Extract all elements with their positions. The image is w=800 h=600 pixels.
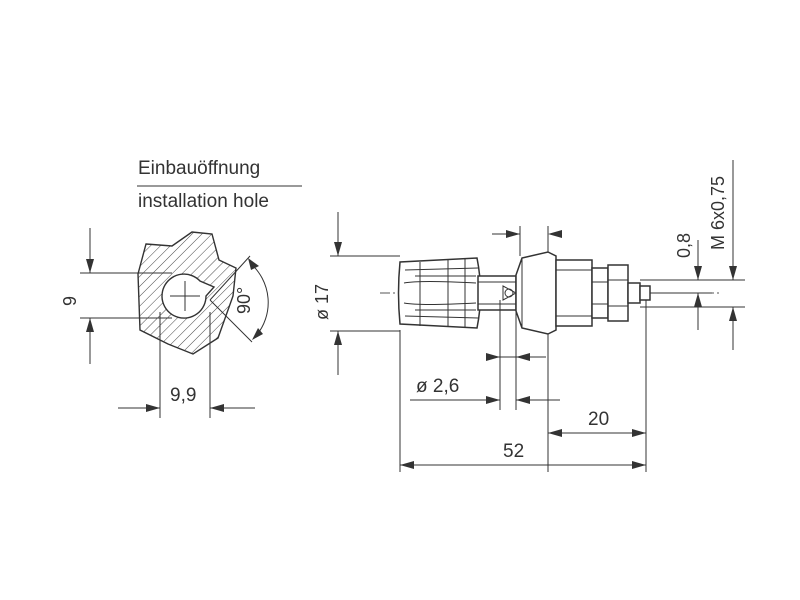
gap-dimension: 0,8 — [674, 232, 694, 258]
binding-post-view — [330, 160, 745, 472]
collar — [515, 251, 557, 335]
thread-length-dimension: 20 — [588, 409, 610, 430]
thread-spec-dimension: M 6x0,75 — [708, 175, 728, 250]
pin-diameter-dimension: ø 2,6 — [416, 376, 460, 397]
hole-width-dimension: 9,9 — [170, 385, 197, 406]
angle-dimension: 90° — [234, 286, 254, 314]
threaded-stud — [627, 282, 641, 304]
body-diameter-dimension: ø 17 — [312, 283, 332, 320]
hole-height-dimension: 9 — [60, 295, 80, 306]
hole-label-english: installation hole — [138, 191, 269, 212]
total-length-dimension: 52 — [503, 441, 525, 462]
installation-hole-view — [80, 185, 302, 418]
hole-label-german: Einbauöffnung — [138, 158, 261, 179]
insulator — [555, 259, 593, 327]
